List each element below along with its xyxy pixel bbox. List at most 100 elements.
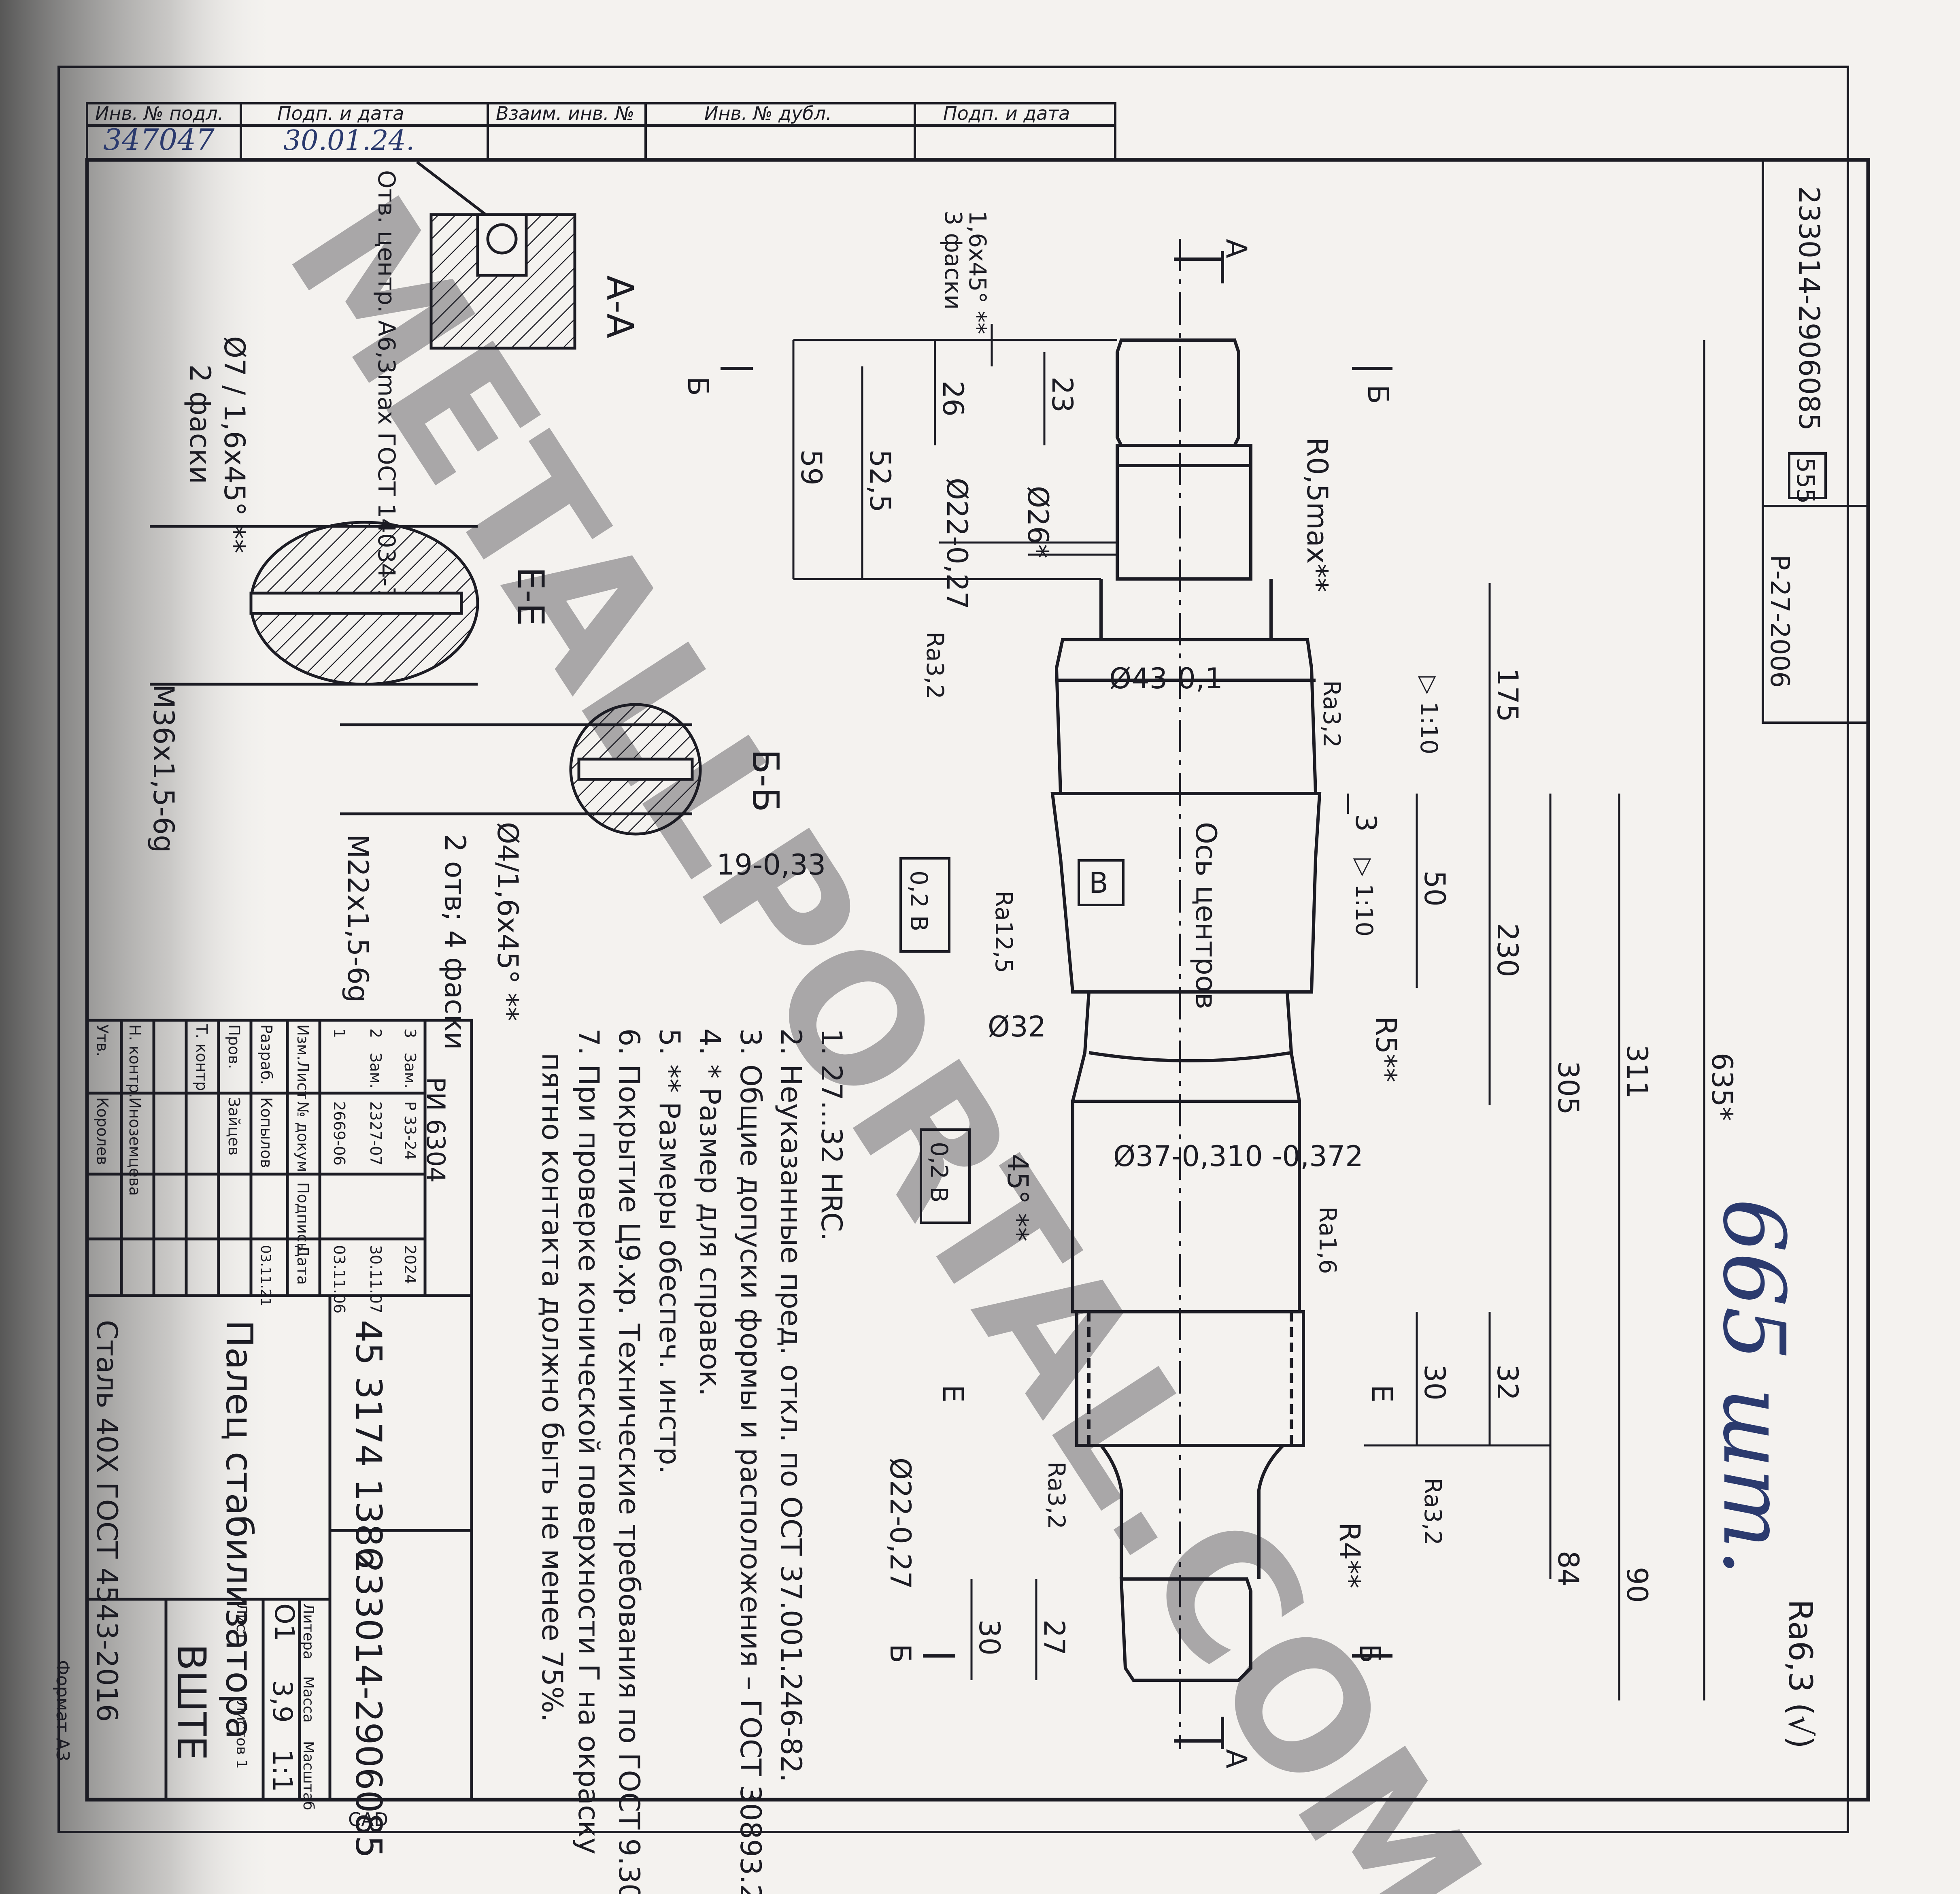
dim-30b: 30 — [973, 1619, 1006, 1656]
top-stamp — [86, 102, 1116, 161]
tb-litera: О1 — [269, 1603, 300, 1641]
stamp-inv-dubl-header: Инв. № дубл. — [704, 102, 832, 124]
note-3: 3. Общие допуски формы и расположения – … — [734, 1028, 767, 1894]
stamp-inv-podl-header: Инв. № подл. — [95, 102, 223, 124]
dim-311: 311 — [1620, 1045, 1654, 1099]
datum-box — [1078, 859, 1125, 906]
section-b-top-right: Б — [1361, 385, 1395, 404]
tb-hdr-doc: № докум. — [294, 1101, 312, 1177]
tb-group-code: 45 3174 1386 — [348, 1320, 389, 1569]
section-b-bottom-left: Б — [884, 1644, 917, 1663]
tb-litera-h: Литера — [300, 1603, 317, 1660]
format-label: Формат А3 — [52, 1660, 73, 1762]
tb-change-1-date: 2024 — [401, 1245, 419, 1284]
dim-d32: Ø32 — [988, 1010, 1046, 1043]
note-2: 2. Неуказанные пред. откл. по ОСТ 37.001… — [774, 1028, 808, 1782]
tb-change-2-doc: 2327-07 — [367, 1101, 385, 1166]
dim-30a: 30 — [1418, 1364, 1451, 1400]
roughness-ra125: Ra12,5 — [990, 891, 1018, 973]
tb-row-4-name: Иноземцева — [126, 1097, 144, 1196]
tb-row-2-name: Зайцев — [225, 1097, 243, 1156]
tb-sheet-h: Лист — [233, 1603, 250, 1640]
tb-mass-h: Масса — [300, 1676, 317, 1723]
dim-32b: 32 — [1491, 1364, 1524, 1400]
dim-d22-top: Ø22-0,27 — [940, 478, 974, 609]
tb-row-4-role: Н. контр. — [126, 1024, 144, 1098]
dim-26: 26 — [936, 381, 969, 417]
section-ee-title: Е-Е — [509, 567, 552, 626]
stamp-inv-podl-value: 347047 — [103, 123, 215, 157]
tb-hdr-sign: Подпись — [294, 1182, 312, 1251]
section-aa-title: А-А — [598, 275, 641, 338]
roughness-ra32-3: Ra3,2 — [1043, 1462, 1070, 1529]
note-4: 4. * Размер для справок. — [693, 1028, 727, 1396]
section-ee-drawing — [150, 521, 479, 686]
tb-change-3-date: 03.11.06 — [330, 1245, 348, 1313]
stamp-podp-data2-header: Подп. и дата — [943, 102, 1070, 124]
tb-change-2-date: 30.11.07 — [367, 1245, 385, 1313]
dim-r4: R4** — [1333, 1522, 1366, 1588]
tb-scale-h: Масштаб — [300, 1741, 317, 1810]
dim-r0-5: R0,5max** — [1301, 437, 1334, 592]
section-b-bottom-right: Б — [1353, 1644, 1386, 1663]
section-aa-chamfers: 2 фаски — [183, 364, 217, 484]
section-bb-title: Б-Б — [744, 749, 787, 812]
tb-change-2-n: 2 — [367, 1028, 385, 1038]
tb-sheets-h: Листов 1 — [233, 1700, 250, 1769]
tb-row-1-name: Копылов — [257, 1097, 275, 1168]
tb-mass: 3,9 — [267, 1680, 298, 1723]
note-5: 5. ** Размеры обеспеч. инстр. — [653, 1028, 686, 1474]
dim-45deg: 45° ** — [1001, 1154, 1034, 1241]
roughness-ra32-2: Ra3,2 — [1318, 680, 1346, 748]
corner-code: 555 — [1791, 458, 1820, 504]
dim-52-5: 52,5 — [863, 449, 897, 513]
tb-material: Сталь 40Х ГОСТ 4543-2016 — [90, 1320, 123, 1722]
note-7-cont: пятно контакта должно быть не менее 75%. — [536, 1053, 569, 1722]
tb-change-3-n: 1 — [330, 1028, 348, 1038]
cad-label: CAD — [348, 1809, 388, 1830]
roughness-ra32-4: Ra3,2 — [1419, 1478, 1447, 1545]
dim-175: 175 — [1491, 668, 1524, 722]
tb-change-1-n: 3 — [401, 1028, 419, 1038]
roughness-ra32-1: Ra3,2 — [921, 632, 949, 699]
corner-standard: Р-27-2006 — [1764, 555, 1794, 688]
technical-notes: 1. 27...32 HRC. 2. Неуказанные пред. отк… — [536, 1028, 848, 1894]
tb-hdr-izm: Изм. — [294, 1024, 312, 1060]
tb-change-1-doc: Р 33-24 — [401, 1101, 419, 1160]
quantity-note: 665 шт. — [1704, 1198, 1803, 1576]
section-ee-thread: М36х1,5-6g — [147, 684, 180, 853]
datum-label: В — [1089, 866, 1108, 900]
dim-90: 90 — [1620, 1567, 1654, 1603]
corner-designation: 233014-2906085 — [1792, 186, 1826, 431]
tb-name: Палец стабилизатора — [218, 1320, 260, 1739]
dim-230: 230 — [1491, 923, 1524, 977]
tolerance-1: 0,2 В — [905, 870, 933, 931]
stamp-podp-data-header: Подп. и дата — [277, 102, 404, 124]
dim-chamfer-3: 1,6х45° ** — [964, 211, 991, 334]
dim-chamfer-3-count: 3 фаски — [940, 211, 967, 310]
dim-d26-star: Ø26* — [1021, 486, 1054, 558]
tb-designation: 233014-2906085 — [348, 1551, 389, 1858]
general-roughness: Ra6,3 (√) — [1781, 1599, 1819, 1749]
tb-row-5-role: Утв. — [94, 1024, 111, 1057]
section-bb-hole-dim: Ø4/1,6х45° ** — [491, 822, 524, 1021]
dim-305: 305 — [1552, 1061, 1585, 1115]
title-block-frame — [85, 1019, 473, 1801]
roughness-ra16: Ra1,6 — [1314, 1207, 1341, 1274]
tb-row-1-role: Разраб. — [257, 1024, 275, 1085]
dim-3: 3 — [1349, 814, 1382, 832]
tb-change-3-doc: 2669-06 — [330, 1101, 348, 1166]
dim-23: 23 — [1046, 377, 1079, 413]
tolerance-2: 0,2 В — [925, 1142, 953, 1202]
stamp-podp-data-value: 30.01.24. — [283, 125, 415, 157]
tb-hdr-list: Лист — [294, 1061, 312, 1100]
dim-d22-bottom: Ø22-0,27 — [884, 1458, 917, 1589]
tb-change-2-sheet: Зам. — [367, 1053, 385, 1088]
dim-50: 50 — [1418, 870, 1451, 907]
dim-r5: R5** — [1369, 1016, 1403, 1082]
paper-shadow — [0, 0, 283, 1894]
tb-change-1-sheet: Зам. — [401, 1053, 419, 1088]
corner-block — [1762, 159, 1869, 724]
